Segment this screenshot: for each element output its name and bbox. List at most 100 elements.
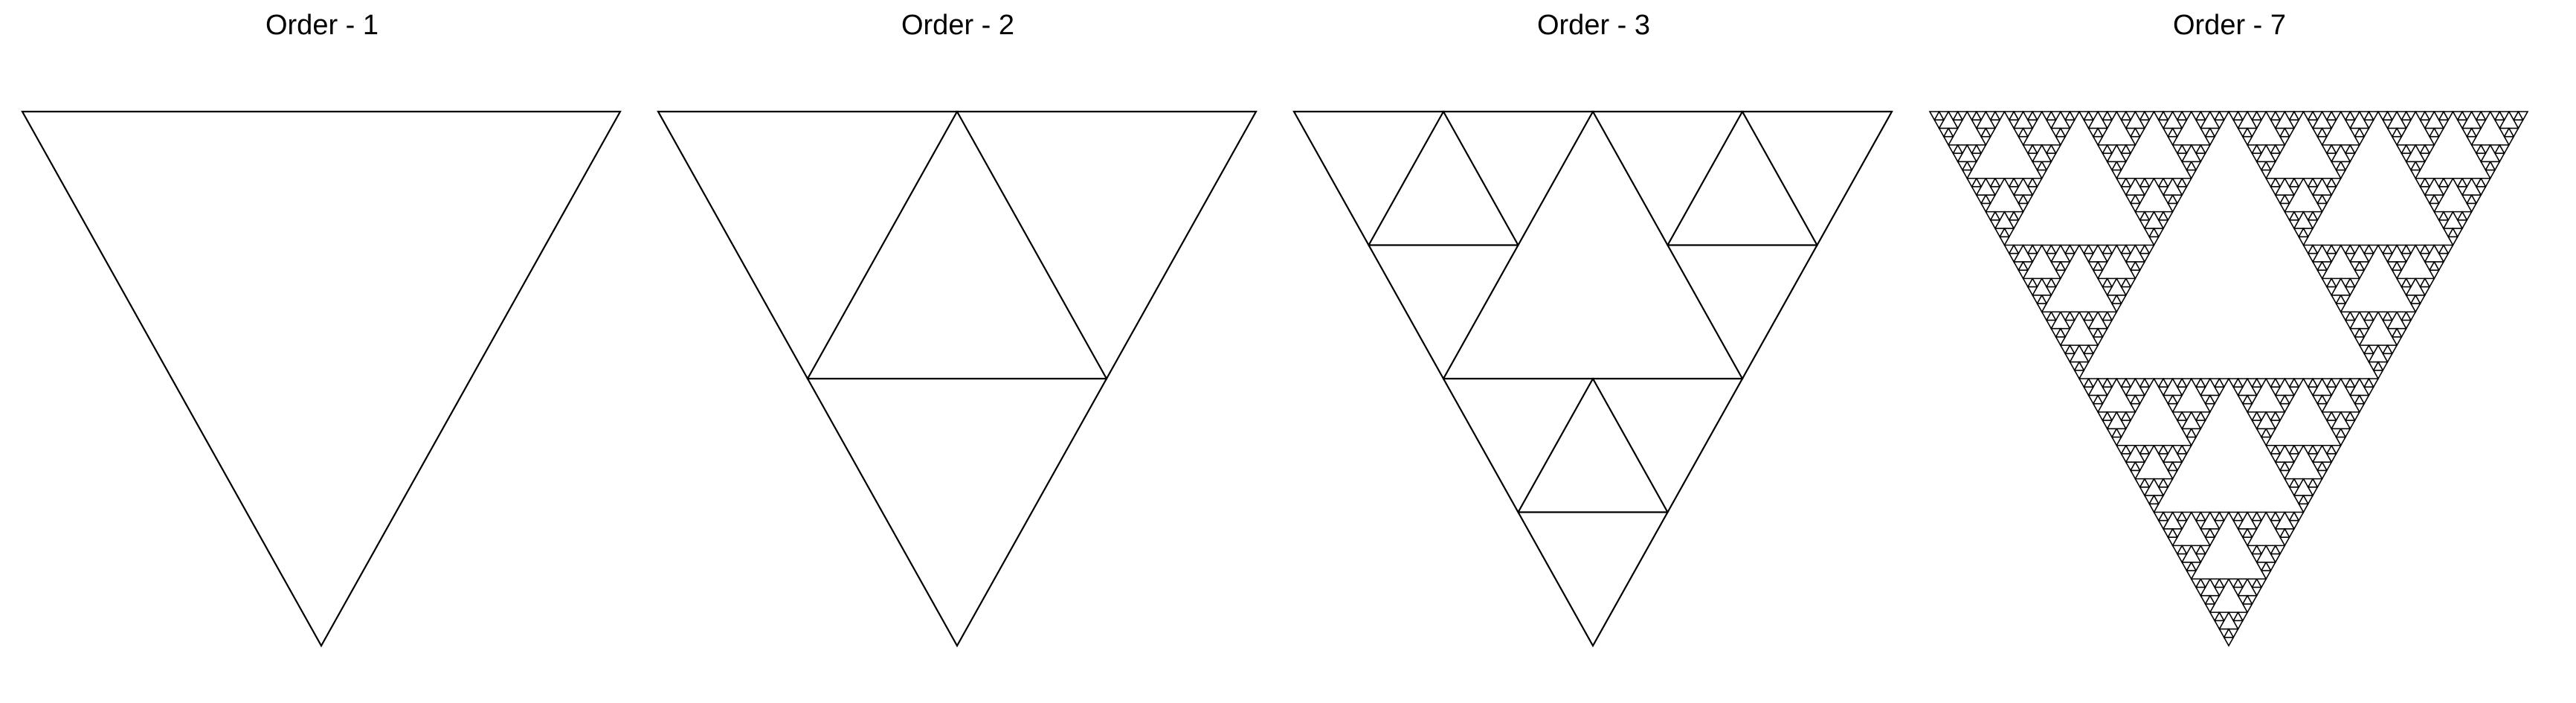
- triangle-outline: [2311, 127, 2323, 138]
- triangle-outline: [2209, 378, 2221, 388]
- triangle-outline: [2293, 478, 2305, 489]
- triangle-outline: [1666, 244, 1819, 381]
- triangle-outline: [2264, 378, 2277, 388]
- triangle-outline: [2139, 487, 2151, 497]
- triangle-outline: [2087, 261, 2099, 272]
- triangle-outline: [2330, 144, 2342, 155]
- triangle-outline: [2461, 211, 2473, 222]
- triangle-outline: [2087, 244, 2099, 255]
- triangle-outline: [2400, 286, 2412, 297]
- triangle-outline: [2218, 378, 2230, 388]
- triangle-outline: [2045, 319, 2057, 330]
- triangle-outline: [2171, 127, 2183, 138]
- triangle-outline: [2166, 402, 2179, 414]
- triangle-outline: [2204, 135, 2216, 147]
- triangle-outline: [2153, 378, 2165, 388]
- triangle-outline: [2199, 528, 2212, 539]
- triangle-outline: [2186, 169, 2197, 180]
- triangle-outline: [2284, 378, 2296, 388]
- triangle-outline: [2176, 186, 2188, 196]
- triangle-outline: [1971, 119, 1983, 130]
- triangle-outline: [1965, 161, 1978, 172]
- triangle-outline: [2284, 211, 2296, 222]
- triangle-outline: [2419, 119, 2431, 130]
- triangle-outline: [2125, 127, 2137, 138]
- triangle-outline: [2251, 519, 2263, 530]
- triangle-outline: [2017, 269, 2029, 280]
- triangle-outline: [2218, 578, 2230, 589]
- triangle-outline: [2274, 177, 2286, 188]
- triangle-outline: [2316, 269, 2328, 280]
- triangle-outline: [2012, 261, 2024, 272]
- triangle-outline: [2307, 386, 2319, 397]
- triangle-outline: [2195, 153, 2206, 163]
- triangle-outline: [2241, 536, 2253, 548]
- triangle-outline: [2087, 327, 2099, 338]
- triangle-outline: [2143, 244, 2155, 255]
- triangle-outline: [2344, 119, 2356, 130]
- triangle-outline: [2153, 177, 2165, 188]
- triangle-outline: [2344, 319, 2356, 330]
- triangle-outline: [2321, 411, 2333, 422]
- triangle-outline: [2340, 111, 2351, 121]
- triangle-outline: [2512, 119, 2525, 130]
- triangle-outline: [2400, 252, 2412, 263]
- triangle-outline: [2479, 111, 2492, 121]
- triangle-outline: [2251, 153, 2263, 163]
- triangle-outline: [2400, 119, 2412, 130]
- triangle-outline: [2363, 119, 2375, 130]
- triangle-outline: [2264, 562, 2277, 572]
- triangle-outline: [2311, 478, 2323, 489]
- triangle-outline: [2026, 286, 2038, 297]
- triangle-outline: [2424, 277, 2435, 289]
- triangle-outline: [2270, 453, 2282, 463]
- triangle-outline: [657, 110, 959, 381]
- triangle-outline: [2414, 111, 2427, 121]
- triangle-outline: [2092, 336, 2104, 347]
- triangle-outline: [2204, 603, 2216, 614]
- triangle-outline: [2274, 461, 2286, 472]
- triangle-outline: [2069, 361, 2081, 372]
- triangle-outline: [2246, 127, 2258, 138]
- triangle-outline: [2115, 161, 2128, 172]
- triangle-outline: [2087, 127, 2099, 138]
- triangle-outline: [2419, 186, 2431, 196]
- triangle-outline: [2348, 378, 2361, 388]
- triangle-outline: [2442, 177, 2454, 188]
- triangle-outline: [2049, 111, 2062, 121]
- triangle-outline: [2255, 411, 2267, 422]
- triangle-outline: [2330, 277, 2342, 289]
- triangle-outline: [2139, 453, 2151, 463]
- triangle-outline: [2475, 119, 2487, 130]
- triangle-outline: [2209, 578, 2221, 589]
- triangle-outline: [2195, 519, 2206, 530]
- triangle-outline: [1985, 111, 1997, 121]
- triangle-outline: [2096, 411, 2109, 422]
- triangle-outline: [2321, 378, 2333, 388]
- triangle-outline: [2395, 144, 2408, 155]
- triangle-outline: [2311, 261, 2323, 272]
- triangle-outline: [2143, 495, 2155, 505]
- triangle-outline: [2162, 211, 2174, 222]
- triangle-outline: [2321, 461, 2333, 472]
- triangle-outline: [2391, 336, 2403, 347]
- triangle-outline: [2489, 111, 2501, 121]
- triangle-outline: [2115, 111, 2128, 121]
- triangle-outline: [2264, 161, 2277, 172]
- triangle-outline: [2348, 144, 2361, 155]
- triangle-outline: [2213, 119, 2226, 130]
- triangle-outline: [2340, 244, 2351, 255]
- triangle-outline: [2171, 378, 2183, 388]
- triangle-outline: [2255, 378, 2267, 388]
- triangle-outline: [2059, 344, 2071, 355]
- triangle-outline: [2433, 177, 2445, 188]
- triangle-outline: [2461, 127, 2473, 138]
- triangle-outline: [2157, 487, 2169, 497]
- triangle-outline: [2354, 402, 2366, 414]
- triangle-outline: [2110, 303, 2122, 313]
- triangle-outline: [2186, 436, 2197, 447]
- triangle-outline: [2134, 211, 2146, 222]
- triangle-outline: [2120, 286, 2132, 297]
- triangle-outline: [2433, 211, 2445, 222]
- triangle-outline: [2424, 194, 2435, 205]
